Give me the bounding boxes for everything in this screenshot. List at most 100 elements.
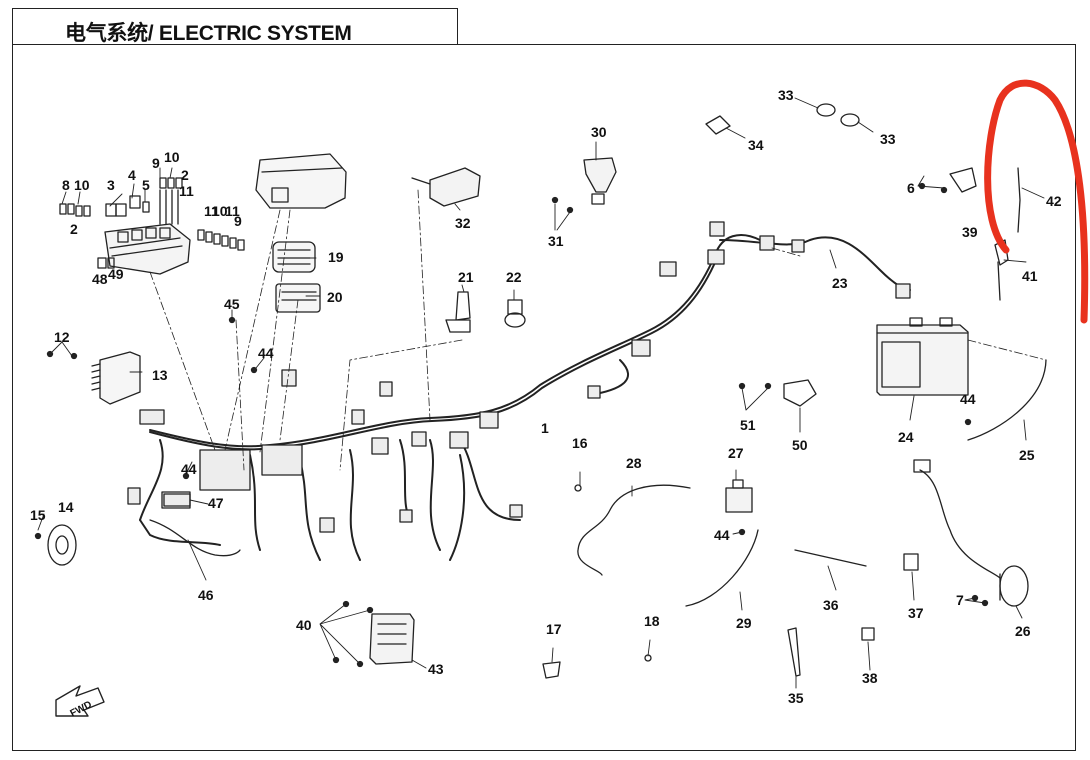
callout-15: 15 [30,507,46,523]
drawing-frame [12,44,1076,751]
clip-33a [816,103,836,117]
callout-49: 49 [108,266,124,282]
switch-21 [445,291,471,333]
callout-41: 41 [1022,268,1038,284]
callout-46: 46 [198,587,214,603]
sensor-50 [783,379,817,407]
callout-34: 34 [748,137,764,153]
callout-43: 43 [428,661,444,677]
part-17 [542,661,561,679]
reference-lines [149,189,1047,471]
callout-14: 14 [58,499,74,515]
leader-lines [37,97,1045,689]
cable-42 [1017,167,1021,233]
callout-18: 18 [644,613,660,629]
callout-37: 37 [908,605,924,621]
sensor-34 [705,115,731,135]
cable-29 [685,529,759,607]
callout-27: 27 [728,445,744,461]
cable-28 [577,484,691,576]
part-37 [903,553,919,571]
cable-41 [997,261,1001,301]
callout-10: 10 [74,177,90,193]
callout-40: 40 [296,617,312,633]
red-annotation-stroke [984,79,1089,324]
callout-32: 32 [455,215,471,231]
callout-35: 35 [788,690,804,706]
callout-21: 21 [458,269,474,285]
callout-33: 33 [778,87,794,103]
callout-2: 2 [181,167,189,183]
callout-42: 42 [1046,193,1062,209]
battery-24 [876,317,969,396]
callout-44: 44 [181,461,197,477]
callout-38: 38 [862,670,878,686]
bracket-30 [583,157,617,205]
callout-44: 44 [960,391,976,407]
battery-cable-25 [967,359,1047,441]
module-32 [411,167,481,207]
diagram-title: 电气系统/ ELECTRIC SYSTEM [65,22,352,45]
part-16 [574,484,582,492]
strip-36 [794,549,867,567]
callout-10: 10 [164,149,180,165]
callout-11: 11 [225,203,240,219]
callout-6: 6 [907,180,915,196]
callout-47: 47 [208,495,224,511]
callout-13: 13 [152,367,168,383]
callout-9: 9 [234,213,242,229]
callout-45: 45 [224,296,240,312]
socket-22 [504,299,526,328]
callout-33: 33 [880,131,896,147]
regulator-13 [91,351,141,405]
connector-19 [272,241,316,273]
callout-16: 16 [572,435,588,451]
part-38 [861,627,875,641]
callout-23: 23 [832,275,848,291]
horn-14 [47,524,77,566]
callout-10: 10 [212,203,228,219]
callout-2: 2 [70,221,78,237]
callout-19: 19 [328,249,344,265]
callout-48: 48 [92,271,108,287]
callout-44: 44 [714,527,730,543]
callout-36: 36 [823,597,839,613]
callout-9: 9 [152,155,160,171]
callout-44: 44 [258,345,274,361]
callout-12: 12 [54,329,70,345]
clip-33b [840,113,860,127]
callout-1: 1 [541,420,549,436]
callout-50: 50 [792,437,808,453]
forward-direction-arrow [55,685,105,717]
callout-17: 17 [546,621,562,637]
callout-51: 51 [740,417,756,433]
callout-11: 11 [179,183,194,199]
wire-46 [149,519,241,557]
callout-5: 5 [142,177,150,193]
relay-27 [725,479,753,513]
main-wiring-harness [139,234,911,561]
ecu-43 [369,613,415,665]
module-20 [275,283,321,313]
title-box: 电气系统/ ELECTRIC SYSTEM [12,8,458,45]
callout-30: 30 [591,124,607,140]
callout-22: 22 [506,269,522,285]
callout-24: 24 [898,429,914,445]
callout-25: 25 [1019,447,1035,463]
harness-connectors [127,221,911,533]
callout-28: 28 [626,455,642,471]
callout-8: 8 [62,177,70,193]
bracket-6 [949,167,977,193]
callout-20: 20 [327,289,343,305]
fuses-relays [59,177,245,251]
callout-11: 11 [204,203,219,219]
strip-35 [787,627,801,677]
callout-31: 31 [548,233,564,249]
fuse-box [97,223,191,275]
callout-3: 3 [107,177,115,193]
callout-29: 29 [736,615,752,631]
callout-26: 26 [1015,623,1031,639]
